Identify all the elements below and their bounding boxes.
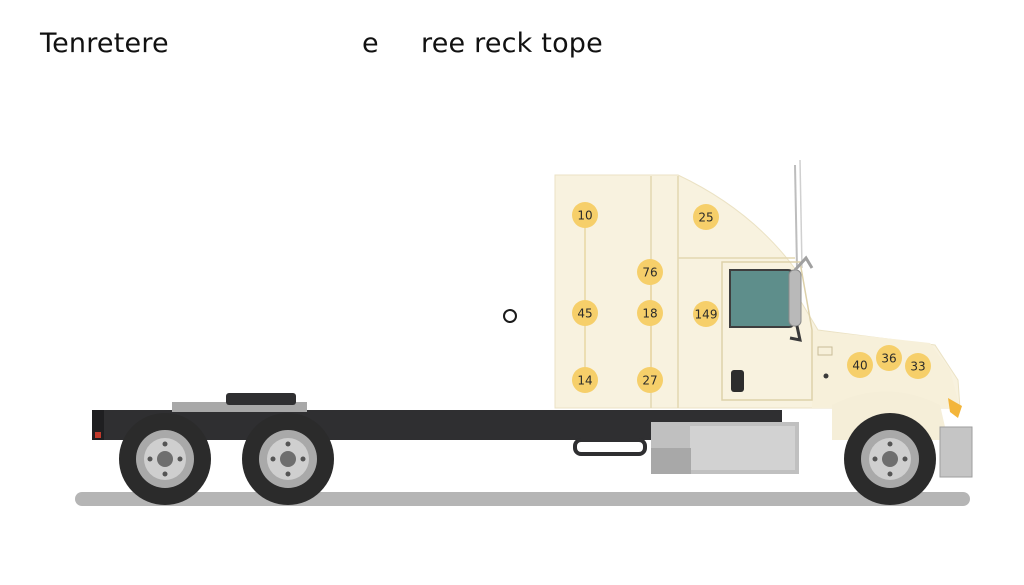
hood-vent [817,346,833,356]
ground-shadow [75,492,970,506]
marker-label: 76 [642,266,657,280]
hood-dot [823,373,829,379]
diagram-title-part-1: Tenretere [40,28,169,59]
marker-40: 40 [847,352,873,378]
marker-label: 149 [695,308,718,322]
marker-10: 10 [572,202,598,228]
fuel-tank-panel [690,426,795,470]
marker-76: 76 [637,259,663,285]
marker-label: 25 [698,211,713,225]
marker-label: 36 [881,352,896,366]
rear-wheel-2 [242,413,334,505]
tail-light [95,432,101,438]
tank-strap [651,448,691,474]
cab-window [729,269,794,328]
door-handle [731,370,744,392]
marker-label: 40 [852,359,867,373]
marker-45: 45 [572,300,598,326]
rear-wheel-1 [119,413,211,505]
mirror-icon [788,269,802,327]
marker-14: 14 [572,367,598,393]
step-bar [573,438,647,456]
marker-18: 18 [637,300,663,326]
marker-label: 33 [910,360,925,374]
marker-25: 25 [693,204,719,230]
front-bumper [939,426,973,478]
marker-label: 45 [577,307,592,321]
diagram-title-part-2: e [362,28,379,59]
cab-door [721,261,813,401]
fifth-wheel-plate [172,402,307,412]
ring-icon [503,309,517,323]
marker-label: 10 [577,209,592,223]
mirror-arm [793,255,814,272]
marker-149: 149 [693,301,719,327]
headlight [948,398,962,418]
marker-label: 14 [577,374,592,388]
marker-36: 36 [876,345,902,371]
marker-33: 33 [905,353,931,379]
antenna-left [794,164,798,269]
marker-label: 18 [642,307,657,321]
fifth-wheel [226,393,296,405]
antenna-right [799,159,803,269]
marker-label: 27 [642,374,657,388]
diagram-title-part-3: ree reck tope [421,28,603,59]
mirror-bracket [789,325,802,342]
front-wheel [844,413,936,505]
marker-27: 27 [637,367,663,393]
